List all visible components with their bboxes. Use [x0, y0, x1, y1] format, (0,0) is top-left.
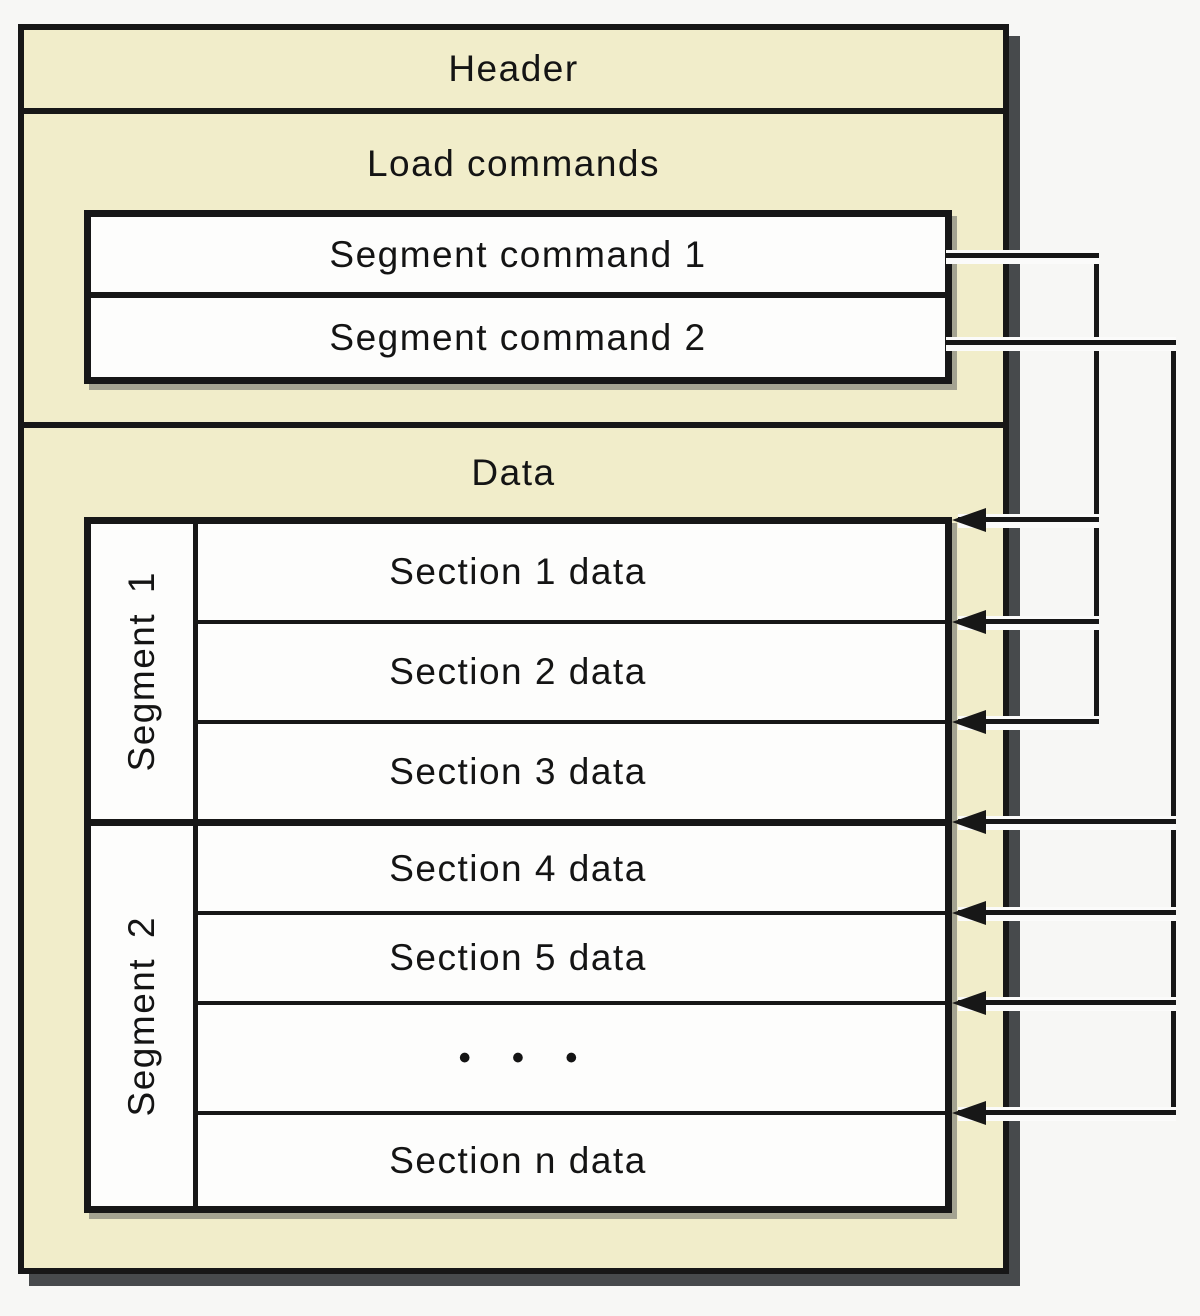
section-row: Section 5 data [198, 915, 945, 1001]
connector-out-segment-command-2 [946, 337, 1176, 351]
header-label: Header [448, 48, 579, 89]
section-3-data-label: Section 3 data [389, 750, 647, 792]
arrowhead-icon [952, 1101, 986, 1125]
data-label: Data [471, 452, 556, 493]
arrow-shaft-to-section-1 [958, 514, 1099, 528]
arrowhead-icon [952, 508, 986, 532]
load-commands-box: Segment command 1 Segment command 2 [84, 210, 952, 384]
data-separator [24, 422, 1003, 428]
segment-1-label-column: Segment 1 [91, 524, 198, 819]
section-4-data-label: Section 4 data [389, 847, 647, 889]
arrow-shaft-to-section-3 [958, 716, 1099, 730]
file-box: Header Load commands Segment command 1 S… [18, 24, 1009, 1274]
load-commands-region: Load commands [24, 114, 1003, 214]
arrowhead-icon [952, 901, 986, 925]
arrow-shaft-to-section-4 [958, 816, 1176, 830]
segment-1-sections: Section 1 data Section 2 data Section 3 … [198, 524, 945, 819]
segment-command-row: Segment command 2 [91, 298, 945, 377]
connector-trunk-segment-command-2 [1171, 345, 1176, 1117]
arrowhead-icon [952, 610, 986, 634]
segment-command-row: Segment command 1 [91, 217, 945, 292]
segment-1-block: Segment 1 Section 1 data Section 2 data … [91, 524, 945, 826]
data-box: Segment 1 Section 1 data Section 2 data … [84, 517, 952, 1213]
connector-trunk-segment-command-1 [1094, 256, 1099, 727]
section-divider [198, 911, 945, 915]
section-row: Section n data [198, 1115, 945, 1206]
section-1-data-label: Section 1 data [389, 551, 647, 592]
arrow-shaft-to-section-5 [958, 907, 1176, 921]
section-divider [198, 620, 945, 624]
segment-2-sections: Section 4 data Section 5 data • • • Sect… [198, 826, 945, 1206]
section-row: Section 2 data [198, 624, 945, 720]
ellipsis-row-label: • • • [458, 1038, 594, 1077]
segment-2-label: Segment 2 [121, 915, 162, 1117]
section-5-data-label: Section 5 data [389, 937, 647, 978]
header-separator [24, 108, 1003, 114]
arrowhead-icon [952, 710, 986, 734]
segment-command-2-label: Segment command 2 [329, 316, 707, 358]
segment-command-1-label: Segment command 1 [329, 233, 707, 275]
section-2-data-label: Section 2 data [389, 651, 647, 692]
section-divider [198, 1111, 945, 1115]
data-region: Data [24, 428, 1003, 518]
arrow-shaft-to-section-2 [958, 616, 1099, 630]
section-row: Section 1 data [198, 524, 945, 620]
section-n-data-label: Section n data [389, 1139, 647, 1181]
arrow-shaft-to-section-n [958, 1107, 1176, 1121]
arrow-shaft-to-ellipsis-section [958, 997, 1176, 1011]
section-row: Section 3 data [198, 724, 945, 819]
section-row: Section 4 data [198, 826, 945, 911]
arrowhead-icon [952, 810, 986, 834]
command-row-divider [91, 292, 945, 298]
segment-2-label-column: Segment 2 [91, 826, 198, 1206]
segment-2-block: Segment 2 Section 4 data Section 5 data … [91, 826, 945, 1206]
section-divider [198, 1001, 945, 1005]
load-commands-label: Load commands [366, 143, 661, 184]
connector-out-segment-command-1 [946, 250, 1099, 264]
segment-1-label: Segment 1 [121, 571, 162, 772]
section-divider [198, 720, 945, 724]
header-region: Header [24, 30, 1003, 108]
arrowhead-icon [952, 991, 986, 1015]
section-row: • • • [198, 1005, 945, 1111]
